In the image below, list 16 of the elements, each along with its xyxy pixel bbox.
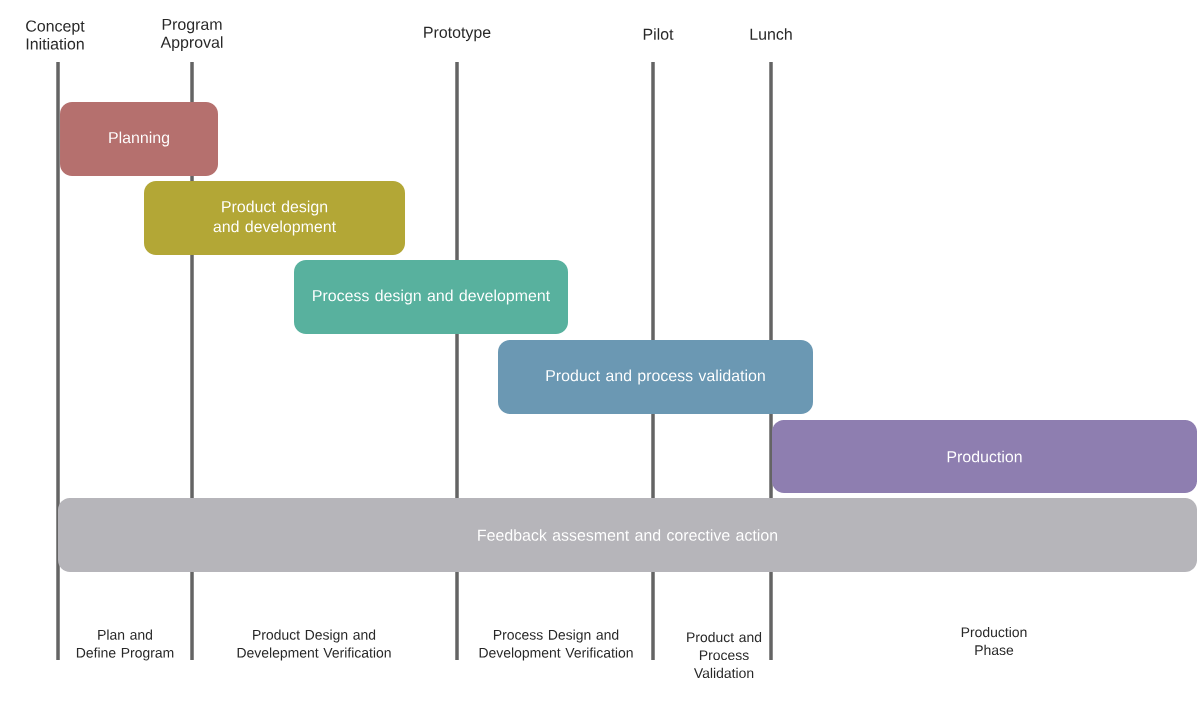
- milestone-label: Pilot: [643, 28, 674, 40]
- phase-label: Product Design and Develepment Verification: [237, 629, 391, 661]
- milestone-label: Lunch: [750, 28, 792, 40]
- phase-label: Production Phase: [961, 626, 1027, 656]
- phase-bar: Product design and development: [144, 181, 405, 255]
- phase-label: Product and Process Validation: [687, 631, 762, 679]
- milestone-label: Program Approval: [160, 18, 223, 52]
- phase-label: Process Design and Development Verification: [479, 629, 633, 661]
- phase-bar: Process design and development: [294, 260, 568, 334]
- phase-label: Plan and Define Program: [76, 629, 174, 661]
- milestone-label: Concept Initiation: [26, 20, 85, 50]
- phase-bar: Feedback assesment and corective action: [58, 498, 1197, 572]
- milestone-label: Prototype: [424, 26, 491, 42]
- phase-bar: Product and process validation: [498, 340, 813, 414]
- phase-bar: Production: [772, 420, 1197, 493]
- phase-bar: Planning: [60, 102, 218, 176]
